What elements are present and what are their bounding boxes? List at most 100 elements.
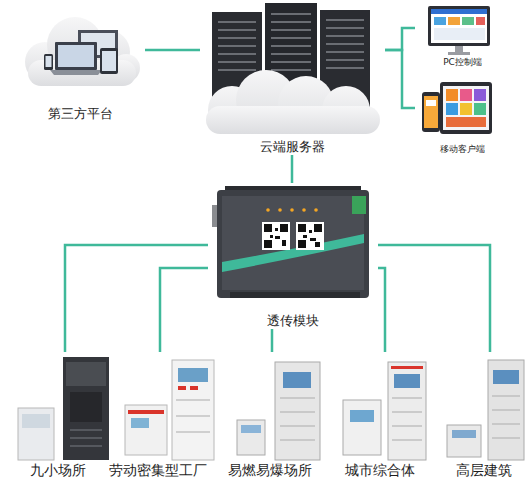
cabinet-screen [394, 374, 420, 388]
platform-node: 第三方平台 [15, 10, 145, 122]
phone-screen [46, 56, 52, 67]
cabinet-panel [66, 362, 106, 386]
site-node: 劳动密集型工厂 [105, 352, 210, 479]
cabinet-group-2 [125, 360, 214, 460]
pc-monitor [428, 6, 490, 55]
server-slots [271, 14, 311, 70]
module-foot [230, 292, 360, 298]
phone-screen [424, 96, 438, 128]
cabinet-grill [70, 392, 102, 422]
cabinet-group-5 [447, 360, 524, 460]
panel-box [343, 400, 381, 455]
transparent-module [212, 186, 369, 298]
panel-box [18, 408, 54, 460]
app-tile [474, 89, 486, 101]
cabinet-button [190, 386, 198, 390]
node-label: 劳动密集型工厂 [105, 462, 210, 479]
module-stripe [222, 234, 364, 272]
cabinet-drawers [176, 400, 210, 432]
screen-tile [462, 17, 474, 25]
node-label: 云端服务器 [200, 139, 385, 155]
panel-box [237, 420, 265, 455]
monitor-base [448, 52, 470, 55]
screen-tile [448, 17, 460, 25]
cabinet-screen [283, 372, 311, 388]
module-face [222, 196, 364, 290]
laptop-base [50, 70, 102, 75]
connector-line [291, 155, 294, 183]
node-label: 九小场所 [10, 462, 105, 479]
node-label: 移动客户端 [415, 144, 510, 155]
qr-pattern [298, 224, 322, 248]
server-slots [326, 20, 364, 68]
cabinet [63, 357, 109, 460]
tablet-frame [440, 82, 492, 134]
cabinet-strip [391, 366, 423, 369]
monitor-frame [428, 6, 490, 46]
phone-icon [44, 54, 53, 70]
cabinet-group-1 [18, 357, 109, 460]
connector-line [145, 49, 200, 52]
panel-box [125, 405, 167, 455]
screen-tile [476, 17, 485, 25]
connector-line [65, 245, 208, 352]
cabinet [388, 362, 426, 460]
panel-box [447, 425, 481, 457]
cabinet-drawers [280, 398, 315, 440]
phone-tile [426, 100, 436, 106]
site-node: 高层建筑 [440, 352, 528, 479]
monitor-screen [431, 9, 487, 43]
server-racks [206, 3, 380, 134]
cabinet-drawers [392, 398, 422, 440]
phone-frame [422, 92, 440, 132]
panel-screen [22, 414, 50, 428]
node-label: 城市综合体 [335, 462, 425, 479]
led [290, 208, 294, 212]
connector-line [271, 329, 274, 352]
third-party-cloud [25, 17, 140, 86]
cabinet-group-3 [237, 362, 320, 460]
app-tile [446, 103, 458, 115]
node-label: 透传模块 [208, 313, 378, 329]
panel-screen [350, 410, 374, 422]
connector-line [378, 245, 490, 352]
server-slots [218, 22, 256, 70]
connector-line [385, 50, 415, 108]
app-tile [446, 117, 486, 127]
site-node: 易燃易爆场所 [227, 352, 312, 479]
cabinet [172, 360, 214, 460]
cabinet-drawers [492, 396, 520, 438]
tablet-screen [102, 51, 116, 71]
tablet-icon [100, 48, 118, 74]
cabinet-slots [70, 430, 102, 446]
cabinet [488, 360, 524, 460]
module-node: 透传模块 [208, 183, 378, 329]
node-label: PC控制端 [415, 57, 510, 68]
cabinet-button [178, 386, 186, 390]
app-tile [460, 103, 472, 115]
qr-pattern [264, 224, 288, 248]
connector-line [385, 28, 415, 50]
laptop-icon [55, 42, 97, 70]
node-label: 高层建筑 [440, 462, 528, 479]
connector-line [160, 268, 208, 352]
module-body [217, 190, 369, 298]
panel-screen [131, 418, 149, 428]
led [266, 208, 270, 212]
node-label: 第三方平台 [15, 106, 145, 122]
client-node: PC控制端 [415, 0, 510, 68]
panel-screen [241, 425, 261, 433]
client-node: 移动客户端 [415, 78, 510, 155]
cloud-part [206, 106, 380, 134]
connector-line [378, 268, 385, 352]
monitor-stand [455, 46, 463, 52]
screen-header [431, 9, 487, 14]
cabinet-screen [493, 370, 519, 384]
cabinet [275, 362, 320, 460]
tablet-screen [443, 86, 489, 130]
led [314, 208, 318, 212]
site-node: 九小场所 [10, 352, 105, 479]
